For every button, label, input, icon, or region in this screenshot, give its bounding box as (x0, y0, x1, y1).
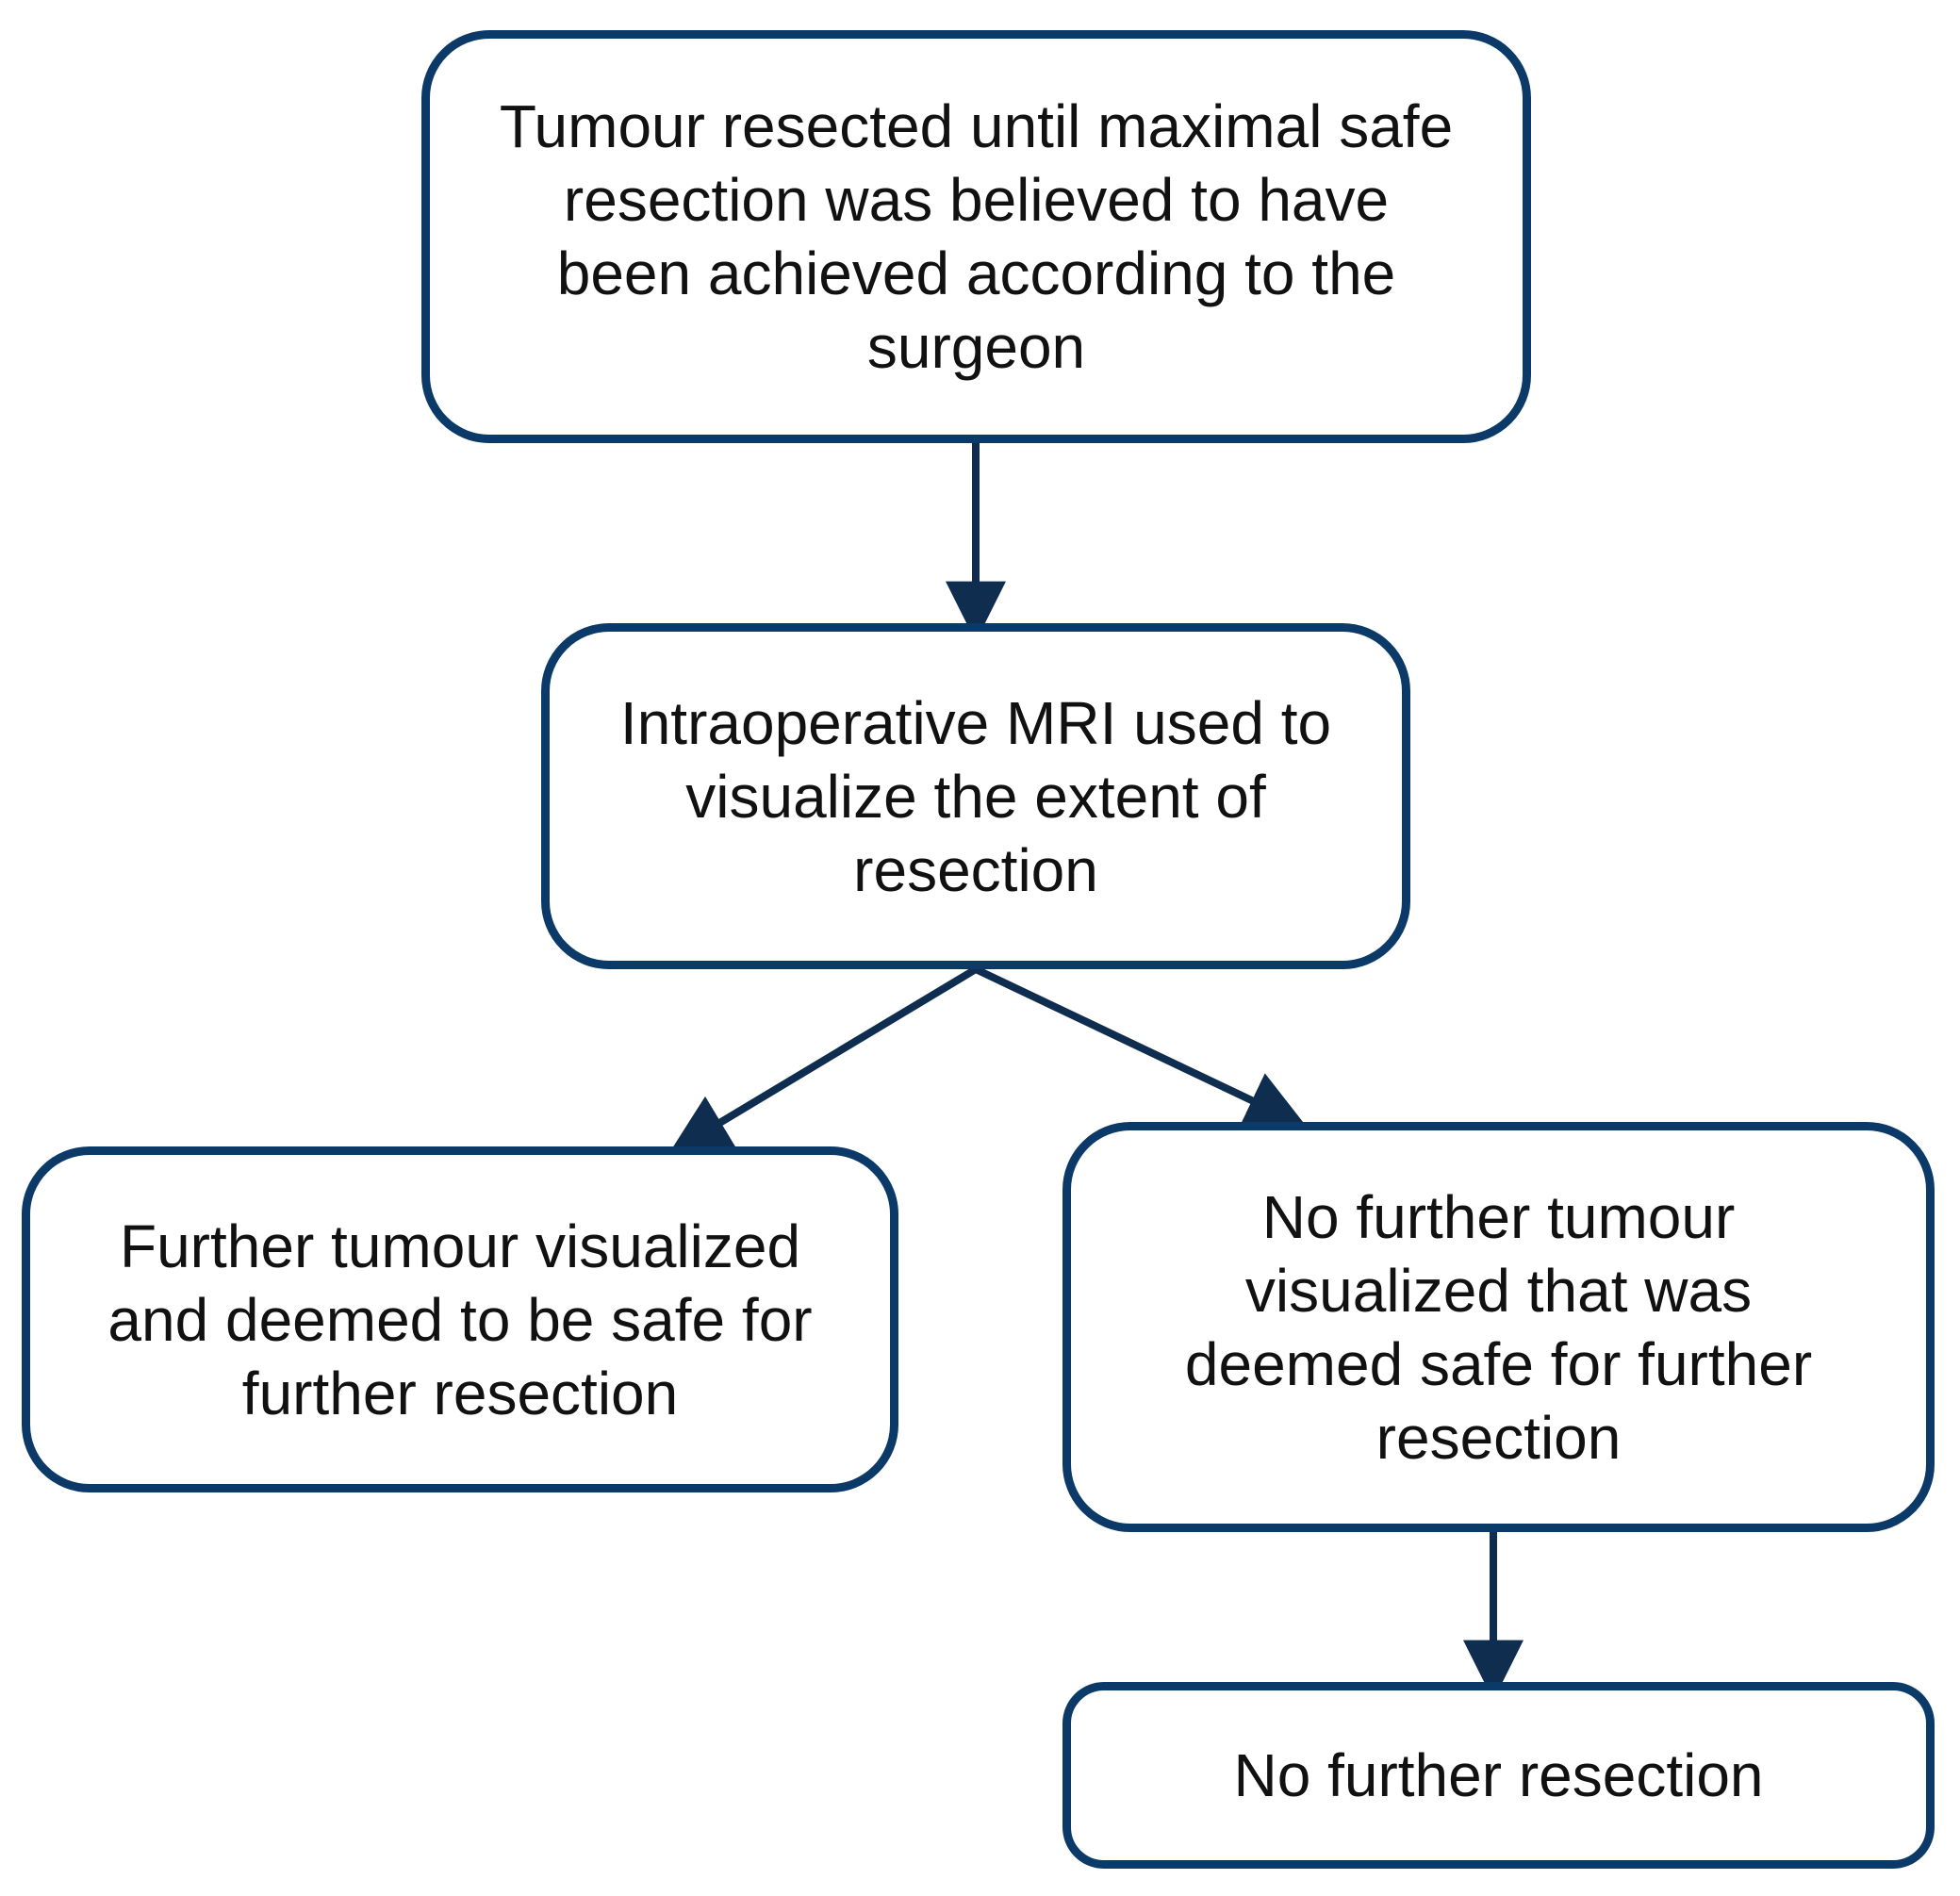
flowchart-node-no-further-resection: No further resection (1062, 1682, 1935, 1869)
node-5-text: No further resection (1233, 1741, 1764, 1809)
node-4-text: No further tumour visualized that was de… (1184, 1182, 1813, 1472)
flowchart-node-intraoperative-mri: Intraoperative MRI used to visualize the… (541, 623, 1410, 969)
flowchart-node-further-tumour-visualized: Further tumour visualized and deemed to … (22, 1146, 898, 1492)
node-3-text: Further tumour visualized and deemed to … (107, 1212, 813, 1427)
edge-node-2-to-node-3 (668, 965, 979, 1154)
flowchart-node-maximal-safe-resection: Tumour resected until maximal safe resec… (421, 30, 1531, 443)
edge-node-2-to-node-4 (974, 965, 1307, 1129)
node-1-text: Tumour resected until maximal safe resec… (499, 92, 1454, 381)
flowchart-node-no-further-tumour: No further tumour visualized that was de… (1062, 1122, 1935, 1532)
node-2-text: Intraoperative MRI used to visualize the… (619, 688, 1332, 904)
